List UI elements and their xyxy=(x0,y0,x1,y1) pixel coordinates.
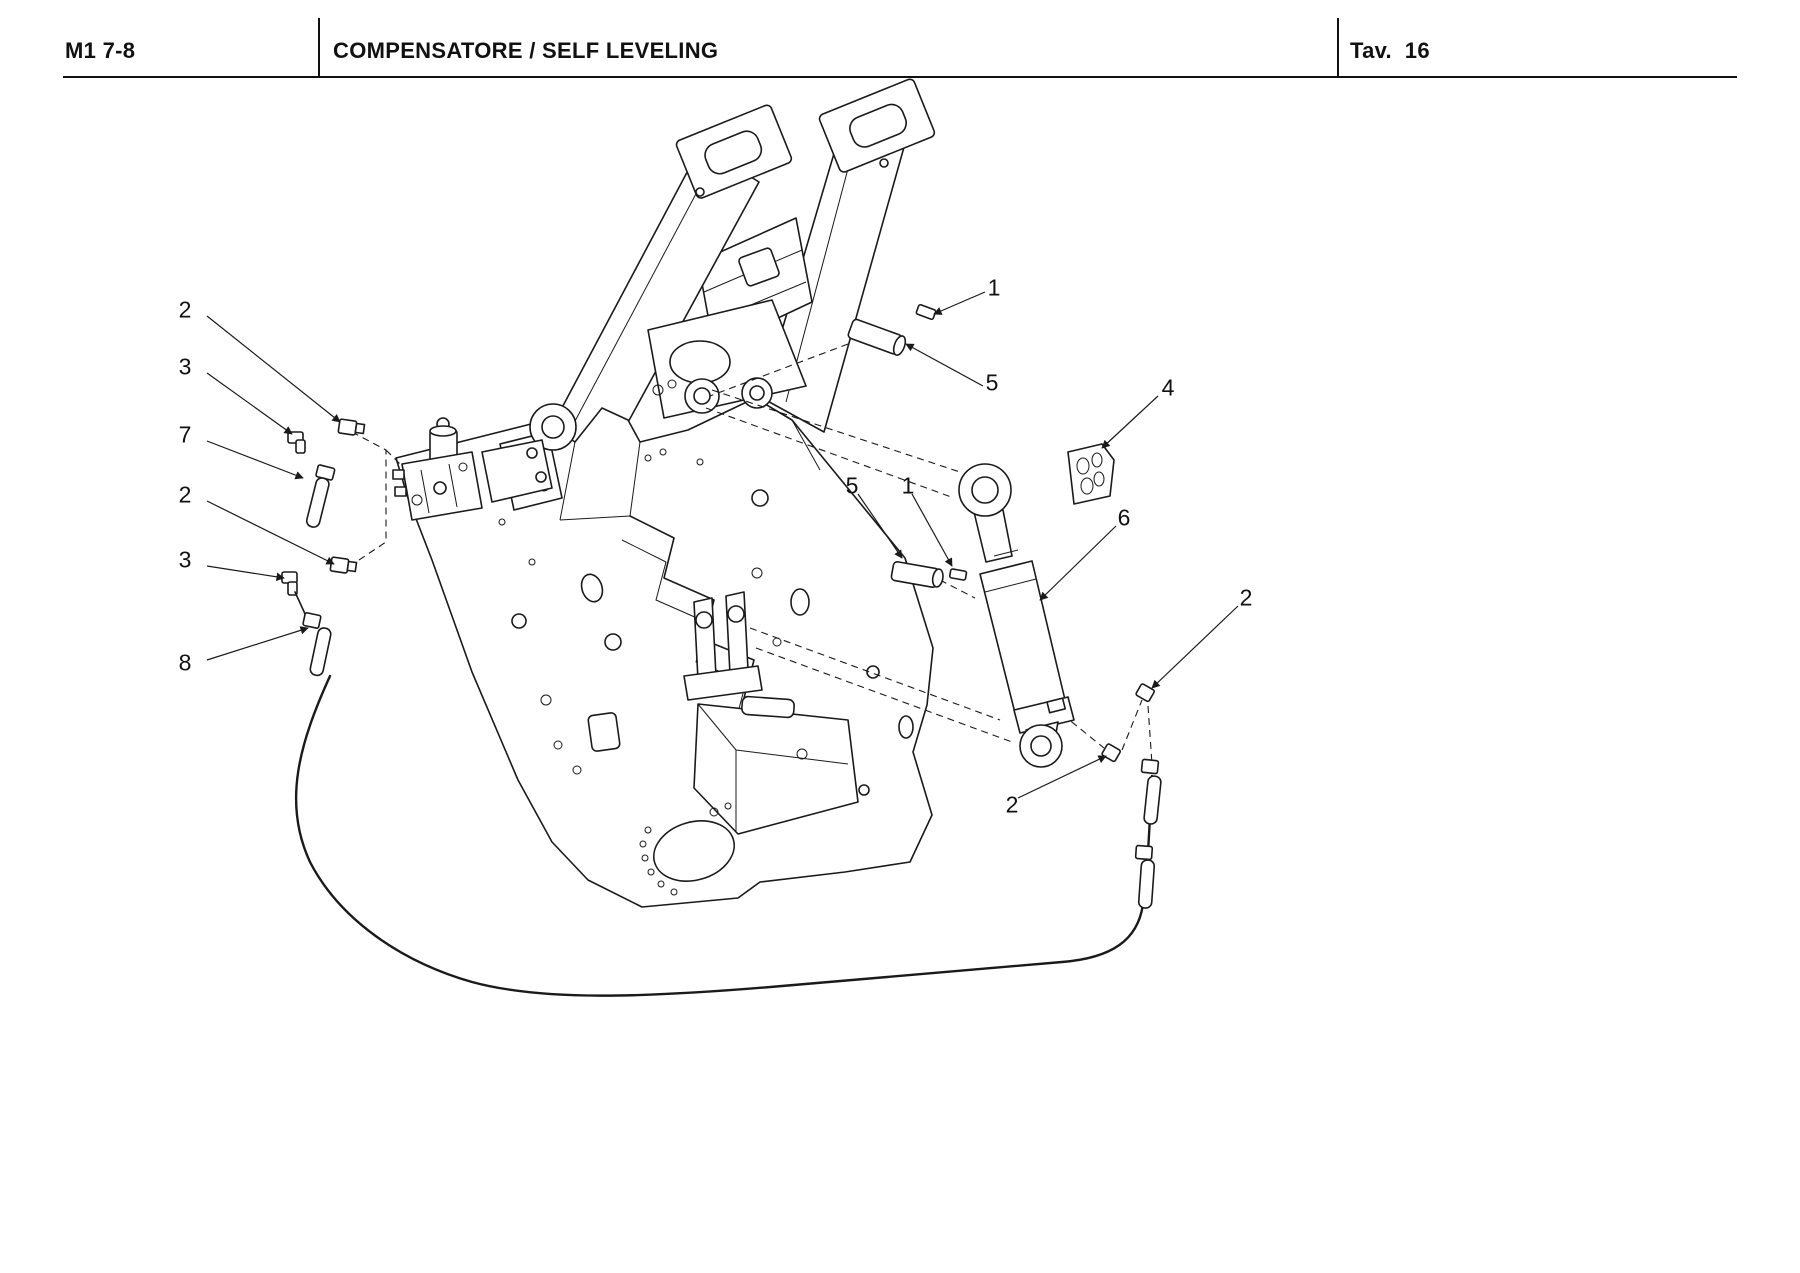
cylinder-port-fitting xyxy=(1046,697,1067,714)
hose-stub-item7 xyxy=(305,464,336,528)
lift-arm-front xyxy=(547,104,793,471)
part-callout-3a: 3 xyxy=(178,353,192,380)
part-callout-4: 4 xyxy=(1161,374,1175,401)
header-divider-right xyxy=(1337,18,1339,76)
fitting-nut-right-upper xyxy=(1135,683,1155,703)
pivot-pin-upper xyxy=(847,303,937,356)
part-callout-1b: 1 xyxy=(901,472,915,499)
chassis-plate xyxy=(395,397,934,908)
part-callout-6: 6 xyxy=(1117,504,1131,531)
fitting-nut-right-lower xyxy=(1101,743,1121,763)
lock-pin-lower xyxy=(948,568,968,581)
part-callout-8: 8 xyxy=(178,649,192,676)
shim-plate xyxy=(1067,443,1115,505)
assembly-dashed-lines xyxy=(349,343,1153,765)
model-code: M1 7-8 xyxy=(65,38,136,63)
lift-arm-rear xyxy=(761,78,936,433)
part-callout-5a: 5 xyxy=(985,369,999,396)
part-callout-1a: 1 xyxy=(987,274,1001,301)
part-callout-5b: 5 xyxy=(845,472,859,499)
table-number: Tav. 16 xyxy=(1350,38,1430,63)
callout-leaders xyxy=(206,291,1239,799)
part-callout-7: 7 xyxy=(178,421,192,448)
lock-pin-upper xyxy=(915,303,937,321)
hydraulic-hose xyxy=(294,674,1162,997)
hose-fittings-left xyxy=(281,418,366,677)
header-divider-left xyxy=(318,18,320,76)
header-rule xyxy=(63,76,1737,78)
pivot-pin-lower xyxy=(890,560,968,589)
part-callout-2d: 2 xyxy=(1005,791,1019,818)
part-callout-2c: 2 xyxy=(1239,584,1253,611)
part-callout-3b: 3 xyxy=(178,546,192,573)
hose-end-fitting-item8 xyxy=(302,612,322,629)
control-valve xyxy=(392,417,553,521)
page-title: COMPENSATORE / SELF LEVELING xyxy=(333,38,719,63)
part-callout-2b: 2 xyxy=(178,481,192,508)
part-callout-2a: 2 xyxy=(178,296,192,323)
fitting-nut-upper xyxy=(337,418,358,436)
fitting-nut-lower xyxy=(329,556,350,574)
hydraulic-cylinder xyxy=(958,463,1075,768)
